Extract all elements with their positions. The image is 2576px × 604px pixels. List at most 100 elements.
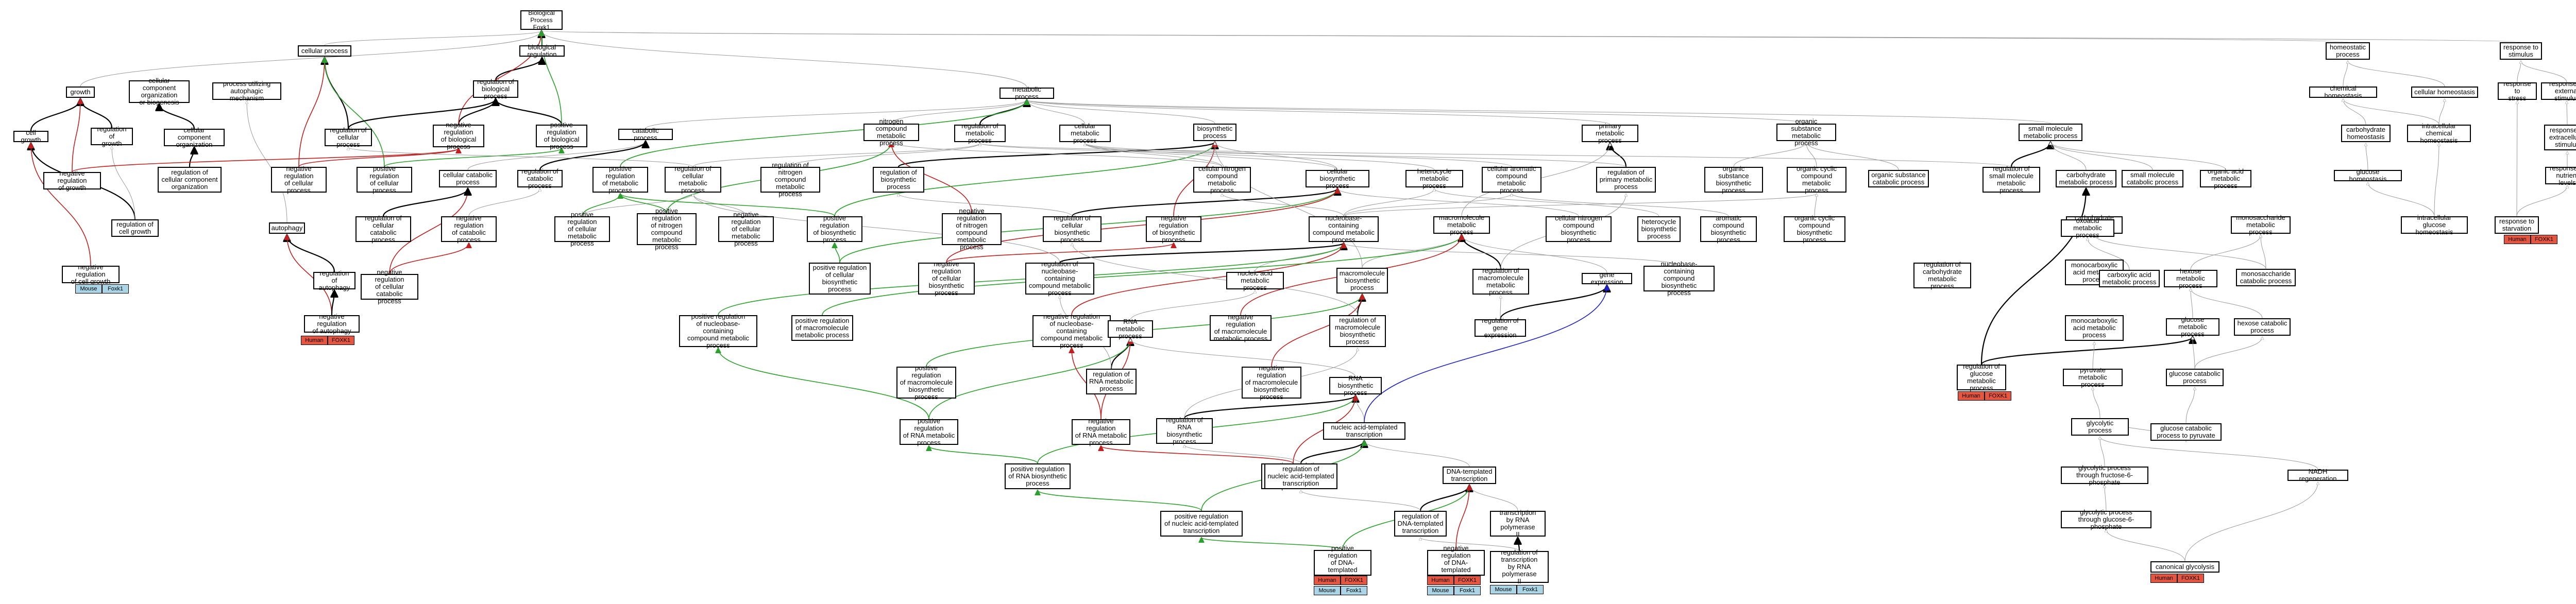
go-term-bp[interactable]: Biological Process Foxk1 — [520, 9, 563, 31]
go-term-negregmacrobio[interactable]: negative regulation of macromolecule bio… — [1242, 365, 1301, 401]
go-term-respnutr[interactable]: response to nutrient levels — [2545, 165, 2576, 186]
go-term-negregbio[interactable]: negative regulation of biosynthetic proc… — [1146, 215, 1201, 244]
go-term-negregcellcat[interactable]: regulation of cellular catabolic process — [355, 215, 411, 244]
go-term-nitro[interactable]: nitrogen compound metabolic process — [863, 118, 919, 147]
go-term-autophagy[interactable]: autophagy — [269, 222, 305, 234]
go-term-respext[interactable]: response to external stimulus — [2541, 80, 2576, 102]
go-term-orgcycbio[interactable]: organic cyclic compound biosynthetic pro… — [1784, 215, 1845, 244]
go-term-metproc[interactable]: metabolic process — [999, 86, 1054, 100]
go-term-regbp[interactable]: regulation of biological process — [473, 78, 518, 100]
go-term-posregcellmet[interactable]: positive regulation of cellular metaboli… — [554, 211, 610, 247]
go-term-regcarbomet[interactable]: regulation of carbohydrate metabolic pro… — [1913, 261, 1971, 290]
go-term-catproc[interactable]: catabolic process — [618, 127, 673, 142]
go-term-glycoG6P[interactable]: glycolytic process through glucose-6-pho… — [2061, 509, 2151, 530]
go-term-geneexp[interactable]: gene expression — [1582, 271, 1632, 286]
go-term-macrobio[interactable]: macromolecule biosynthetic process — [1336, 268, 1388, 294]
go-term-posregmacrobio[interactable]: positive regulation of macromolecule bio… — [896, 365, 956, 401]
go-term-transpol2[interactable]: transcription by RNA polymerase II — [1490, 509, 1546, 538]
go-term-negregnucleo[interactable]: negative regulation of nucleobase-contai… — [1032, 313, 1111, 349]
go-term-regbiosyn[interactable]: regulation of biosynthetic process — [873, 167, 924, 193]
go-term-hexosecat[interactable]: hexose catabolic process — [2234, 318, 2291, 336]
go-term-cellhomeo[interactable]: cellular homeostasis — [2411, 87, 2478, 98]
go-term-nucdna[interactable]: nucleic acid-templated transcription — [1323, 422, 1405, 440]
go-term-glucosemet[interactable]: glucose metabolic process — [2166, 316, 2219, 338]
go-term-dnatemp[interactable]: DNA-templated transcription — [1443, 467, 1496, 484]
go-term-negregcellbio[interactable]: negative regulation of cellular biosynth… — [918, 261, 975, 297]
go-term-heterocyc[interactable]: heterocycle metabolic process — [1405, 168, 1463, 189]
go-term-glucosecatpyr[interactable]: glucose catabolic process to pyruvate — [2150, 423, 2222, 441]
go-term-oxoacid[interactable]: oxoacid metabolic process — [2061, 217, 2114, 239]
go-term-carbomet[interactable]: carbohydrate metabolic process — [2056, 170, 2116, 187]
go-term-nucleobio[interactable]: nucleobase-containing compound biosynthe… — [1643, 261, 1715, 297]
go-term-nadh[interactable]: NADH regeneration — [2287, 468, 2348, 482]
go-term-regcellmet[interactable]: regulation of cellular metabolic process — [665, 165, 721, 194]
go-term-carboxacid[interactable]: carboxylic acid metabolic process — [2099, 270, 2160, 287]
go-term-posregnitro[interactable]: positive regulation of nitrogen compound… — [637, 208, 697, 251]
go-term-ccob[interactable]: cellular component organization or bioge… — [129, 77, 190, 106]
go-term-respstarv[interactable]: response to starvation — [2495, 216, 2539, 234]
go-term-reggeneexp[interactable]: regulation of gene expression — [1475, 317, 1526, 339]
go-term-nucacid[interactable]: nucleic acid metabolic process — [1226, 270, 1284, 291]
go-term-regnitro[interactable]: regulation of nitrogen compound metaboli… — [760, 162, 820, 198]
go-term-regmacrobio[interactable]: regulation of macromolecule biosynthetic… — [1329, 315, 1386, 347]
go-term-regglucose[interactable]: regulation of glucose metabolic process — [1957, 363, 2006, 392]
go-term-growth[interactable]: growth — [66, 87, 95, 98]
go-term-cellcat[interactable]: cellular catabolic process — [439, 170, 497, 187]
go-term-posregbp[interactable]: positive regulation of biological proces… — [536, 122, 587, 150]
go-term-regnucleo[interactable]: regulation of nucleobase-containing comp… — [1025, 261, 1094, 297]
go-term-negregautophagy[interactable]: negative regulation of autophagy — [304, 313, 360, 335]
go-term-smallmol[interactable]: small molecule metabolic process — [2019, 124, 2082, 141]
go-term-negreggrowth[interactable]: negative regulation of growth — [43, 170, 101, 192]
go-term-cellmet[interactable]: cellular metabolic process — [1059, 123, 1111, 144]
go-term-negregrnamet[interactable]: negative regulation of RNA metabolic pro… — [1072, 418, 1130, 446]
go-term-cellarom[interactable]: cellular aromatic compound metabolic pro… — [1482, 165, 1541, 194]
go-term-negregcellmet[interactable]: negative regulation of cellular metaboli… — [718, 211, 774, 247]
go-term-canonglyc[interactable]: canonical glycolysis — [2150, 561, 2219, 573]
go-term-heterobio[interactable]: heterocycle biosynthetic process — [1637, 216, 1681, 242]
go-term-posregdnatemp[interactable]: positive regulation of DNA-templated tra… — [1314, 545, 1371, 581]
go-term-posregnucleo[interactable]: positive regulation of nucleobase-contai… — [679, 313, 757, 349]
go-term-negregcat[interactable]: negative regulation of catabolic process — [441, 215, 497, 244]
go-term-cellnitro[interactable]: cellular nitrogen compound metabolic pro… — [1193, 165, 1251, 194]
go-term-hexosemet[interactable]: hexose metabolic process — [2164, 268, 2217, 289]
go-term-posregmacro[interactable]: positive regulation of macromolecule met… — [791, 315, 853, 341]
go-term-homeostatic[interactable]: homeostatic process — [2326, 42, 2370, 60]
go-term-cellgrowth[interactable]: cell growth — [13, 129, 48, 144]
go-term-cco[interactable]: cellular component organization — [164, 127, 225, 148]
go-term-regrnabio[interactable]: regulation of RNA biosynthetic process — [1156, 417, 1213, 445]
go-term-negregbp[interactable]: negative regulation of biological proces… — [433, 122, 484, 150]
go-term-negregcp[interactable]: negative regulation of cellular process — [271, 165, 327, 194]
go-term-posregrnamet[interactable]: positive regulation of RNA metabolic pro… — [900, 418, 958, 446]
go-term-negreggrowthcell[interactable]: negative regulation of cell growth — [62, 264, 120, 285]
go-term-monocarbbio[interactable]: monocarboxylic acid metabolic process — [2065, 315, 2124, 341]
go-term-regdnatemp[interactable]: regulation of DNA-templated transcriptio… — [1394, 511, 1447, 537]
go-term-rnamet[interactable]: RNA metabolic process — [1108, 318, 1153, 340]
go-term-regnucdna[interactable]: regulation of nucleic acid-templated tra… — [1264, 463, 1337, 489]
go-term-rnabio[interactable]: RNA biosynthetic process — [1329, 375, 1382, 396]
go-term-cellbiosyn[interactable]: cellular biosynthetic process — [1306, 168, 1369, 189]
go-term-respstim[interactable]: response to stimulus — [2500, 42, 2542, 60]
go-term-negregnitro[interactable]: negative regulation of nitrogen compound… — [942, 208, 1002, 251]
go-term-posregcellbio[interactable]: positive regulation of cellular biosynth… — [809, 263, 871, 295]
go-term-posregnucdna[interactable]: positive regulation of nucleic acid-temp… — [1160, 511, 1243, 537]
go-term-regmet[interactable]: regulation of metabolic process — [954, 123, 1006, 144]
go-term-reggrowth[interactable]: regulation of growth — [91, 126, 133, 147]
go-term-intracellchem[interactable]: intracellular chemical homeostasis — [2407, 123, 2471, 144]
go-term-glycoF6P[interactable]: glycolytic process through fructose-6-ph… — [2061, 464, 2148, 486]
go-term-respstress[interactable]: response to stress — [2498, 80, 2537, 102]
go-term-orgacid[interactable]: organic acid metabolic process — [2200, 168, 2251, 189]
go-term-regcco[interactable]: regulation of cellular component organiz… — [158, 167, 222, 193]
go-term-regrnamet[interactable]: regulation of RNA metabolic process — [1086, 369, 1137, 394]
go-term-orgcyc[interactable]: organic cyclic compound metabolic proces… — [1787, 165, 1846, 194]
go-term-cellproc[interactable]: cellular process — [298, 45, 351, 57]
go-term-regcat[interactable]: regulation of catabolic process — [517, 168, 563, 189]
go-term-regmacro[interactable]: regulation of macromolecule metabolic pr… — [1472, 267, 1529, 296]
go-term-negregcellcatb[interactable]: negative regulation of cellular cataboli… — [361, 269, 418, 305]
